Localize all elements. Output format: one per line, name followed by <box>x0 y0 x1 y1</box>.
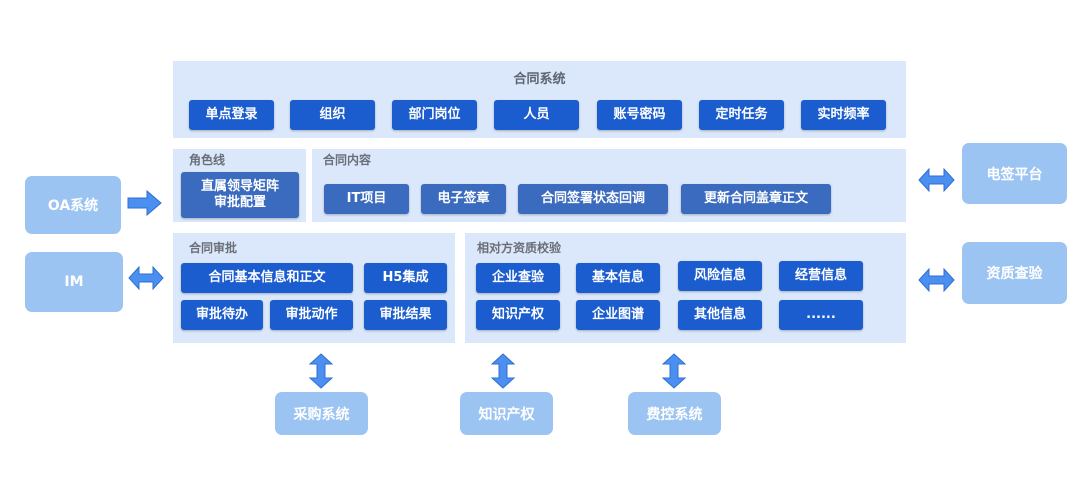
im-box[interactable]: IM <box>25 252 123 312</box>
content-sign-status-callback[interactable]: 合同签署状态回调 <box>518 184 668 214</box>
module-sso[interactable]: 单点登录 <box>189 100 274 130</box>
role-line-item-line1: 直属领导矩阵 <box>200 178 279 194</box>
qualification-title: 相对方资质校验 <box>477 241 562 255</box>
qual-basic-info[interactable]: 基本信息 <box>576 263 660 293</box>
qualification-check-box[interactable]: 资质查验 <box>962 242 1067 304</box>
approval-action[interactable]: 审批动作 <box>270 300 353 330</box>
contract-content-title: 合同内容 <box>323 153 372 167</box>
content-e-signature[interactable]: 电子签章 <box>421 184 506 214</box>
procurement-vertical-arrow-icon <box>309 353 333 389</box>
qual-risk-info[interactable]: 风险信息 <box>678 261 762 291</box>
contract-approval-title: 合同审批 <box>189 241 238 255</box>
qual-more[interactable]: ...... <box>779 300 863 330</box>
role-line-item-line2: 审批配置 <box>213 195 266 210</box>
qual-intellectual-property[interactable]: 知识产权 <box>476 300 560 330</box>
direct-leader-matrix-config[interactable]: 直属领导矩阵 审批配置 <box>181 172 299 218</box>
module-personnel[interactable]: 人员 <box>494 100 579 130</box>
im-double-arrow-icon <box>128 266 164 290</box>
module-department-position[interactable]: 部门岗位 <box>392 100 477 130</box>
expense-vertical-arrow-icon <box>662 353 686 389</box>
approval-result[interactable]: 审批结果 <box>364 300 447 330</box>
role-line-title: 角色线 <box>189 153 226 167</box>
content-update-sealed-text[interactable]: 更新合同盖章正文 <box>681 184 831 214</box>
approval-basic-info-text[interactable]: 合同基本信息和正文 <box>181 263 353 293</box>
module-scheduled-tasks[interactable]: 定时任务 <box>699 100 784 130</box>
approval-h5-integration[interactable]: H5集成 <box>364 263 447 293</box>
approval-todo[interactable]: 审批待办 <box>181 300 263 330</box>
module-account-password[interactable]: 账号密码 <box>597 100 682 130</box>
oa-right-arrow-icon <box>127 190 162 216</box>
qual-enterprise-check[interactable]: 企业查验 <box>476 263 560 293</box>
expense-control-system-box[interactable]: 费控系统 <box>628 392 721 435</box>
contract-system-title: 合同系统 <box>513 72 566 87</box>
ip-vertical-arrow-icon <box>491 353 515 389</box>
qual-enterprise-graph[interactable]: 企业图谱 <box>576 300 660 330</box>
intellectual-property-box[interactable]: 知识产权 <box>460 392 553 435</box>
qualification-double-arrow-icon <box>918 268 955 292</box>
procurement-system-box[interactable]: 采购系统 <box>275 392 368 435</box>
qual-business-info[interactable]: 经营信息 <box>779 261 863 291</box>
oa-system-box[interactable]: OA系统 <box>25 176 121 234</box>
e-sign-platform-box[interactable]: 电签平台 <box>962 143 1067 204</box>
module-organization[interactable]: 组织 <box>290 100 375 130</box>
module-realtime-frequency[interactable]: 实时频率 <box>801 100 886 130</box>
qual-other-info[interactable]: 其他信息 <box>678 300 762 330</box>
content-it-project[interactable]: IT项目 <box>324 184 409 214</box>
e-sign-double-arrow-icon <box>918 168 955 192</box>
